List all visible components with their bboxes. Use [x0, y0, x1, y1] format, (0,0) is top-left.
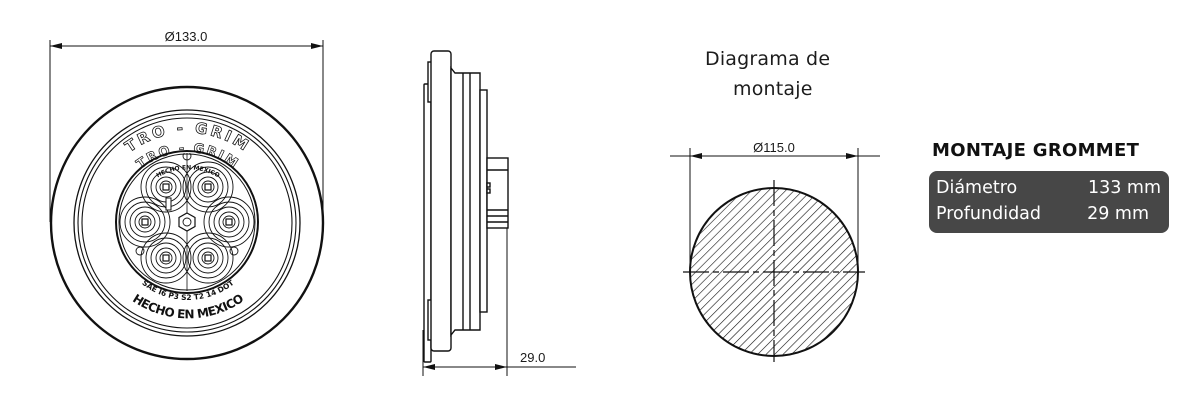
led-array	[119, 153, 255, 291]
led-icon	[182, 161, 234, 213]
depth-label: 29.0	[520, 350, 545, 365]
spec-label: Profundidad	[936, 204, 1042, 224]
cutout-diameter-label: Ø115.0	[753, 140, 795, 155]
specs-table: Diámetro 133 mm Profundidad 29 mm	[929, 171, 1169, 233]
led-icon	[203, 196, 255, 248]
mounting-diagram: Ø115.0	[670, 140, 880, 362]
spec-label: Diámetro	[936, 178, 1018, 198]
spec-row-depth: Profundidad 29 mm	[936, 201, 1161, 227]
led-icon	[119, 196, 171, 248]
specs-title: MONTAJE GROMMET	[932, 140, 1140, 161]
spec-value: 29 mm	[1087, 204, 1149, 224]
front-view: Ø133.0	[49, 29, 325, 361]
mounting-title-line1: Diagrama de	[705, 48, 831, 70]
mounting-title-line2: montaje	[733, 78, 813, 100]
led-icon	[140, 232, 192, 284]
led-icon	[182, 232, 234, 284]
spec-value: 133 mm	[1087, 178, 1161, 198]
side-view	[423, 50, 509, 363]
spec-row-diameter: Diámetro 133 mm	[936, 175, 1161, 201]
front-diameter-label: Ø133.0	[165, 29, 208, 44]
side-depth-dimension: 29.0	[422, 228, 576, 376]
